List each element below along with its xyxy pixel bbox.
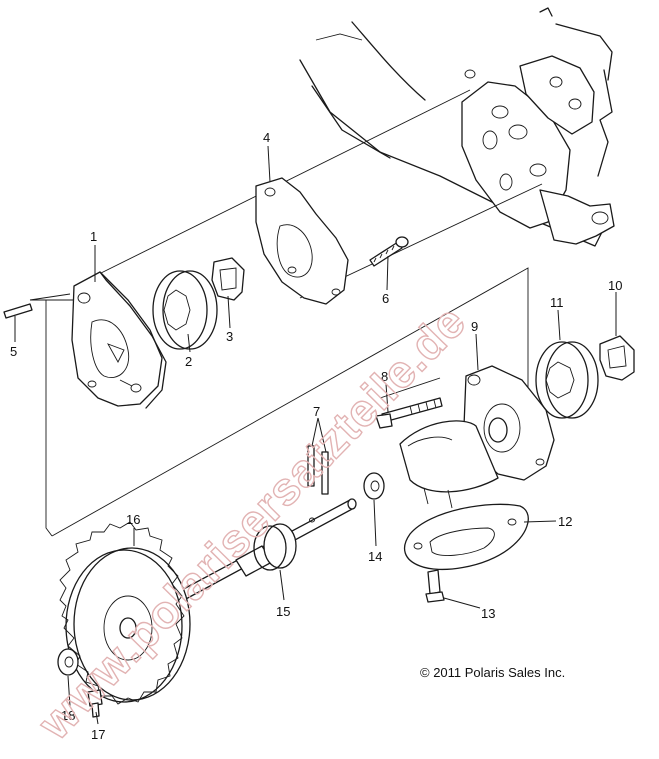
bolt-part — [375, 397, 443, 429]
callout-labels: 1 2 3 4 5 6 7 8 9 10 11 12 13 14 15 16 1… — [10, 130, 622, 742]
callout-3: 3 — [226, 329, 233, 344]
callout-12: 12 — [558, 514, 572, 529]
callout-11: 11 — [550, 295, 564, 310]
pump-plate-part — [255, 177, 349, 305]
callout-leaders — [14, 145, 617, 725]
callout-10: 10 — [608, 278, 622, 293]
callout-6: 6 — [382, 291, 389, 306]
callout-4: 4 — [263, 130, 270, 145]
callout-1: 1 — [90, 229, 97, 244]
inner-rotor-2-part — [599, 335, 635, 381]
callout-17: 17 — [91, 727, 105, 742]
inner-rotor-part — [211, 257, 245, 301]
dowel-pin-part — [3, 293, 71, 319]
gear-bolt-part — [87, 689, 103, 718]
callout-5: 5 — [10, 344, 17, 359]
callout-14: 14 — [368, 549, 382, 564]
gear-washer-part — [57, 648, 79, 676]
screw-part — [369, 236, 409, 267]
callout-2: 2 — [185, 354, 192, 369]
washer-part — [363, 472, 385, 500]
callout-18: 18 — [61, 708, 75, 723]
callout-9: 9 — [471, 319, 478, 334]
callout-15: 15 — [276, 604, 290, 619]
pump-shaft-part — [177, 498, 357, 601]
drive-gear-part — [59, 521, 191, 705]
strainer-screen-part — [403, 503, 529, 571]
pump-body-part — [399, 365, 555, 509]
screw-small-part — [425, 569, 445, 603]
copyright-text: © 2011 Polaris Sales Inc. — [420, 665, 565, 680]
callout-8: 8 — [381, 369, 388, 384]
callout-7: 7 — [313, 404, 320, 419]
callout-16: 16 — [126, 512, 140, 527]
engine-case — [299, 7, 615, 247]
pump-housing-part — [71, 271, 167, 409]
outer-rotor-2-part — [535, 341, 599, 419]
callout-13: 13 — [481, 606, 495, 621]
outer-rotor-part — [152, 270, 218, 350]
